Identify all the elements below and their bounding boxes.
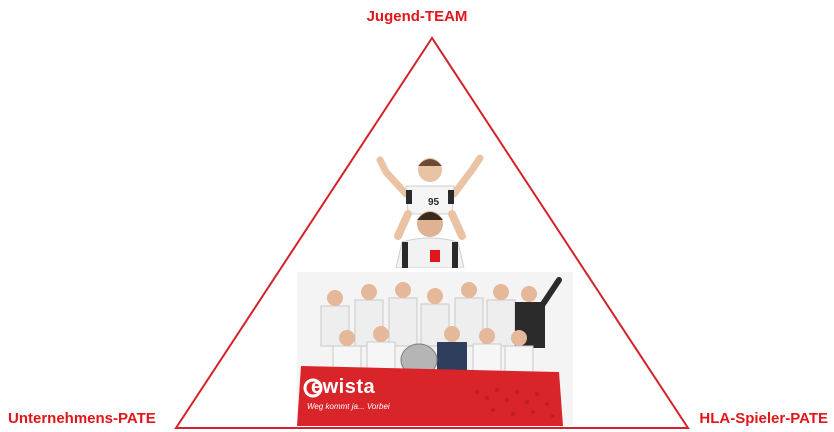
- banner-brand-text: ewista: [311, 376, 376, 398]
- left-vertex-label: Unternehmens-PATE: [8, 410, 156, 427]
- svg-text:95: 95: [428, 197, 440, 208]
- banner-slogan-text: Weg kommt ja... Vorbei: [307, 402, 390, 411]
- youth-player-photo: 95: [368, 150, 492, 268]
- right-vertex-label: HLA-Spieler-PATE: [699, 410, 828, 427]
- top-vertex-label: Jugend-TEAM: [366, 8, 468, 25]
- team-photo: ewista Weg kommt ja... Vorbei: [297, 272, 573, 426]
